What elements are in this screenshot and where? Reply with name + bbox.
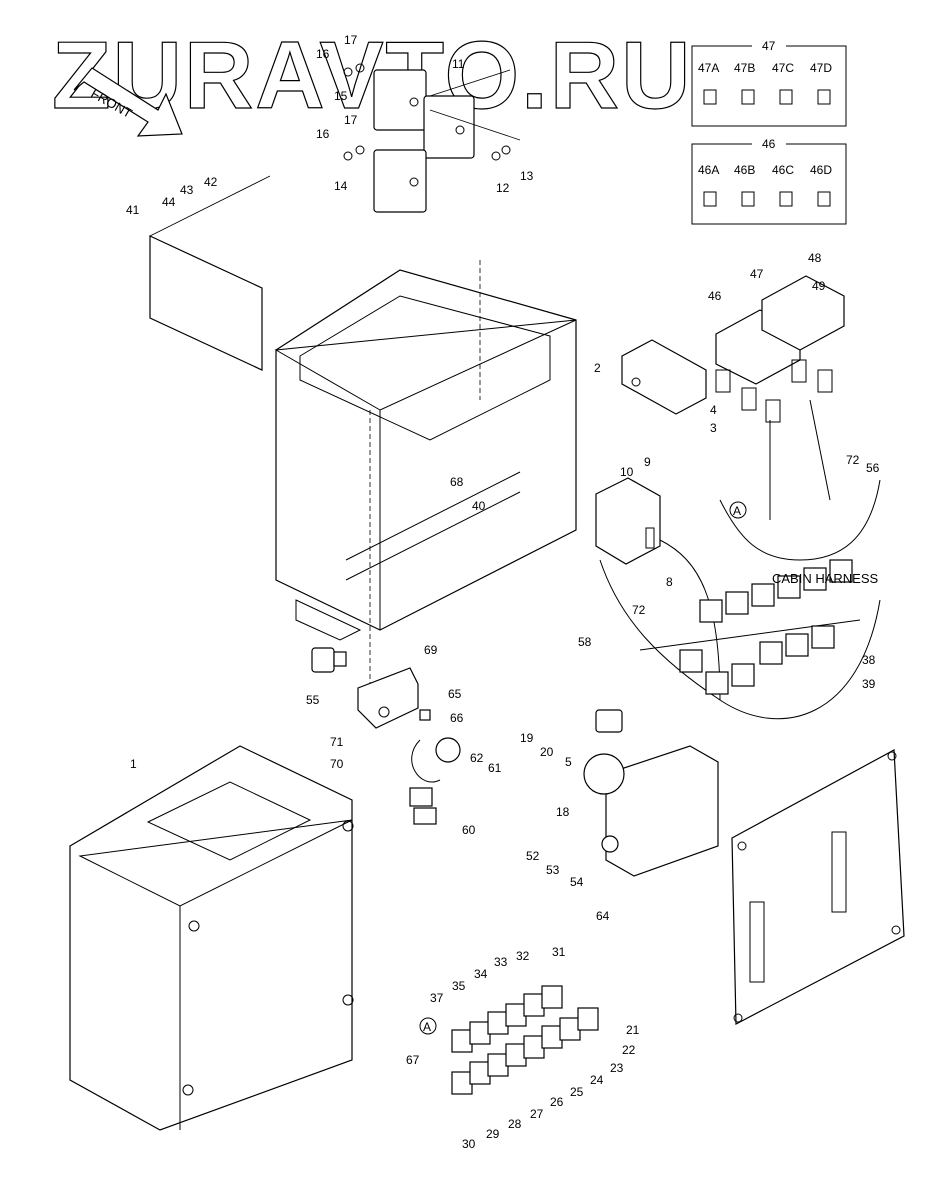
- cabin-harness-label: CABIN HARNESS: [772, 571, 879, 586]
- callout-18: 18: [556, 805, 570, 819]
- callout-46: 46: [708, 289, 722, 303]
- fuse-legend-46-title: 46: [762, 137, 776, 151]
- callout-15: 15: [334, 89, 348, 103]
- callout-38: 38: [862, 653, 876, 667]
- callout-48: 48: [808, 251, 822, 265]
- callout-69: 69: [424, 643, 438, 657]
- callout-34: 34: [474, 967, 488, 981]
- fuse-47b-label: 47B: [734, 61, 755, 75]
- callout-1: 1: [130, 757, 137, 771]
- callout-31: 31: [552, 945, 566, 959]
- fuse-legend-47: 47 47A 47B 47C 47D: [691, 38, 847, 127]
- callout-19: 19: [520, 731, 534, 745]
- callout-43: 43: [180, 183, 194, 197]
- callout-54: 54: [570, 875, 584, 889]
- callout-35: 35: [452, 979, 466, 993]
- callout-66: 66: [450, 711, 464, 725]
- callout-32: 32: [516, 949, 530, 963]
- callout-67: 67: [406, 1053, 420, 1067]
- callout-17b: 17: [344, 113, 358, 127]
- callout-24: 24: [590, 1073, 604, 1087]
- callout-72a: 72: [846, 453, 860, 467]
- svg-text:A: A: [733, 504, 741, 518]
- callout-20: 20: [540, 745, 554, 759]
- callout-37: 37: [430, 991, 444, 1005]
- callout-62: 62: [470, 751, 484, 765]
- callout-28: 28: [508, 1117, 522, 1131]
- callout-26: 26: [550, 1095, 564, 1109]
- callout-9: 9: [644, 455, 651, 469]
- callout-labels: 1 2 3 4 5 8 9 10 11 12 13 14 15 16 16 17…: [126, 33, 880, 1151]
- relay-2: [621, 339, 707, 415]
- callout-12: 12: [496, 181, 510, 195]
- callout-27: 27: [530, 1107, 544, 1121]
- cover-box-1: [69, 745, 354, 1131]
- callout-68: 68: [450, 475, 464, 489]
- relay-bank: [679, 559, 853, 695]
- callout-13: 13: [520, 169, 534, 183]
- callout-29: 29: [486, 1127, 500, 1141]
- callout-55: 55: [306, 693, 320, 707]
- fuse-46b-label: 46B: [734, 163, 755, 177]
- callout-16b: 16: [316, 127, 330, 141]
- callout-16a: 16: [316, 47, 330, 61]
- callout-47: 47: [750, 267, 764, 281]
- relay-rows: [451, 985, 599, 1095]
- callout-49: 49: [812, 279, 826, 293]
- callout-39: 39: [862, 677, 876, 691]
- callout-25: 25: [570, 1085, 584, 1099]
- side-panel-41: [149, 175, 271, 371]
- callout-56: 56: [866, 461, 880, 475]
- fuse-46a-label: 46A: [698, 163, 719, 177]
- module-8: [595, 477, 661, 565]
- relay-group-top: [343, 63, 521, 213]
- fuse-47c-label: 47C: [772, 61, 794, 75]
- callout-44: 44: [162, 195, 176, 209]
- fuse-47d-label: 47D: [810, 61, 832, 75]
- fuse-46d-label: 46D: [810, 163, 832, 177]
- callout-53: 53: [546, 863, 560, 877]
- callout-11: 11: [452, 57, 465, 71]
- fuse-47a-label: 47A: [698, 61, 719, 75]
- connector-marker-a-top: A: [729, 501, 747, 519]
- fuse-legend-46: 46 46A 46B 46C 46D: [691, 136, 847, 225]
- callout-8: 8: [666, 575, 673, 589]
- fuse-legend-47-title: 47: [762, 39, 776, 53]
- callout-65: 65: [448, 687, 462, 701]
- callout-10: 10: [620, 465, 634, 479]
- callout-21: 21: [626, 1023, 640, 1037]
- callout-60: 60: [462, 823, 476, 837]
- callout-14: 14: [334, 179, 348, 193]
- switch-bracket-assembly: [311, 647, 461, 825]
- callout-23: 23: [610, 1061, 624, 1075]
- callout-22: 22: [622, 1043, 636, 1057]
- callout-72b: 72: [632, 603, 646, 617]
- callout-70: 70: [330, 757, 344, 771]
- callout-61: 61: [488, 761, 502, 775]
- callout-40: 40: [472, 499, 486, 513]
- callout-64: 64: [596, 909, 610, 923]
- callout-52: 52: [526, 849, 540, 863]
- cover-panel-right: [731, 749, 905, 1025]
- callout-2: 2: [594, 361, 601, 375]
- svg-text:A: A: [423, 1020, 431, 1034]
- cabin-harness: [599, 399, 881, 720]
- fuse-box-assembly: [715, 275, 845, 423]
- fuse-46c-label: 46C: [772, 163, 794, 177]
- callout-42: 42: [204, 175, 218, 189]
- callout-3: 3: [710, 421, 717, 435]
- callout-5: 5: [565, 755, 572, 769]
- callout-17a: 17: [344, 33, 358, 47]
- controller-64: [583, 709, 719, 877]
- callout-4: 4: [710, 403, 717, 417]
- cabinet-frame: [274, 260, 577, 690]
- callout-33: 33: [494, 955, 508, 969]
- callout-30: 30: [462, 1137, 476, 1151]
- callout-41: 41: [126, 203, 140, 217]
- connector-marker-a-bottom: A: [419, 1017, 437, 1035]
- callout-71: 71: [330, 735, 344, 749]
- callout-58: 58: [578, 635, 592, 649]
